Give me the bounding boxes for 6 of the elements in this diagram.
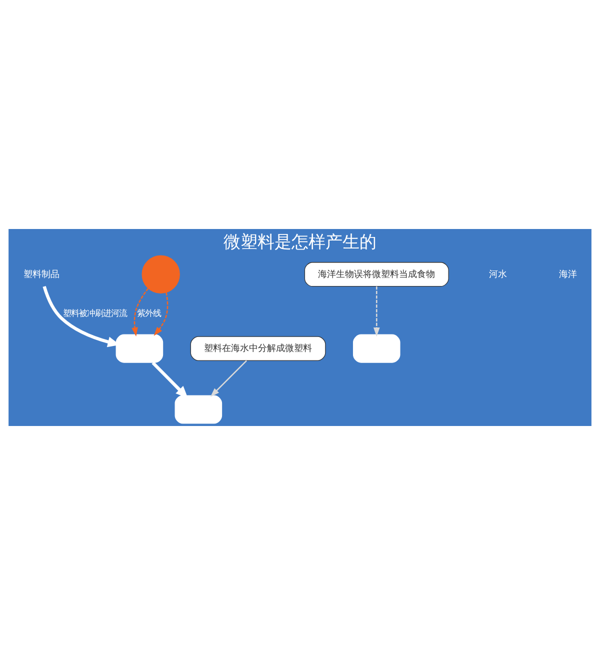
edge-label: 塑料被冲刷进河流 bbox=[63, 308, 128, 318]
label: 河水 bbox=[488, 269, 507, 280]
diagram-title: 微塑料是怎样产生的 bbox=[224, 231, 376, 252]
node-text: 塑料制品 bbox=[24, 269, 60, 280]
edge-label: 紫外线 bbox=[136, 308, 161, 318]
label: 海洋 bbox=[558, 269, 577, 280]
